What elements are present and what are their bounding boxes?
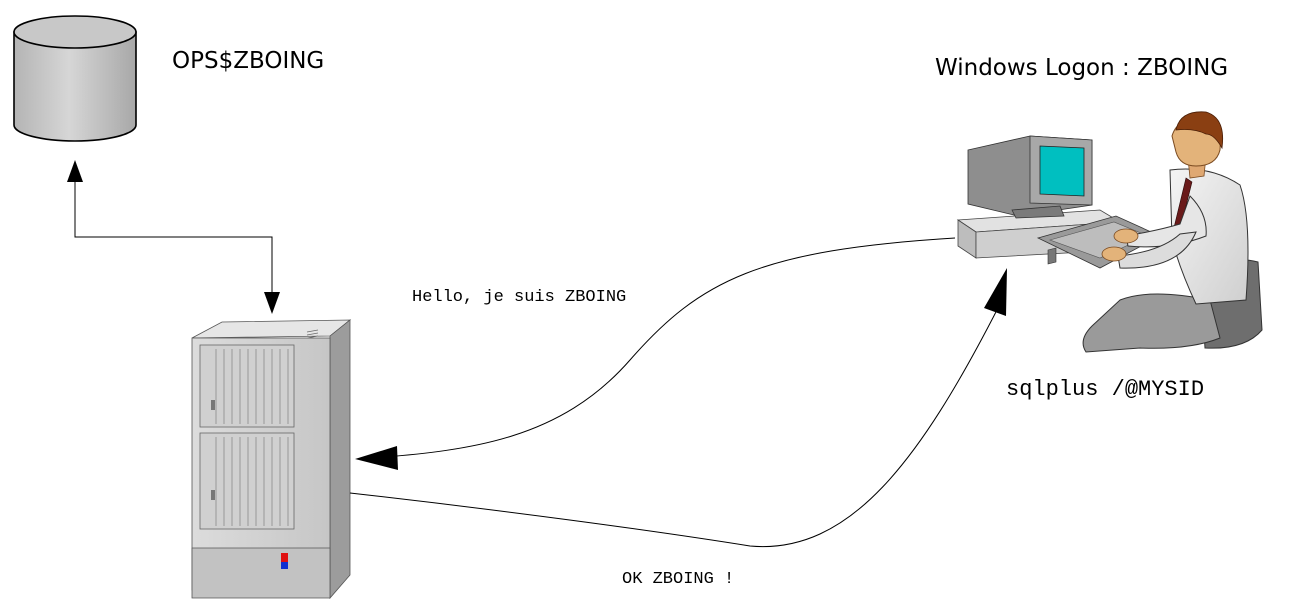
db-user-label: OPS$ZBOING bbox=[172, 48, 324, 74]
arrowhead-to-server-hello bbox=[355, 446, 398, 470]
database-cylinder-icon bbox=[13, 15, 137, 142]
client-to-server-flow bbox=[355, 237, 956, 470]
client-message-label: Hello, je suis ZBOING bbox=[412, 288, 626, 307]
server-tower-icon bbox=[191, 319, 352, 600]
db-server-connector bbox=[67, 160, 280, 314]
server-reply-label: OK ZBOING ! bbox=[622, 570, 734, 589]
windows-logon-label: Windows Logon : ZBOING bbox=[935, 55, 1228, 81]
arrowhead-to-database bbox=[67, 160, 83, 182]
monitor-screen bbox=[1039, 145, 1085, 197]
client-command-label: sqlplus /@MYSID bbox=[1006, 377, 1204, 402]
workstation-user-icon bbox=[956, 111, 1263, 353]
arrowhead-to-client-ok bbox=[984, 268, 1007, 316]
arrowhead-to-server bbox=[264, 292, 280, 314]
server-to-client-flow bbox=[349, 268, 1007, 548]
server-status-light-red bbox=[281, 553, 288, 562]
server-status-light-blue bbox=[281, 562, 288, 569]
